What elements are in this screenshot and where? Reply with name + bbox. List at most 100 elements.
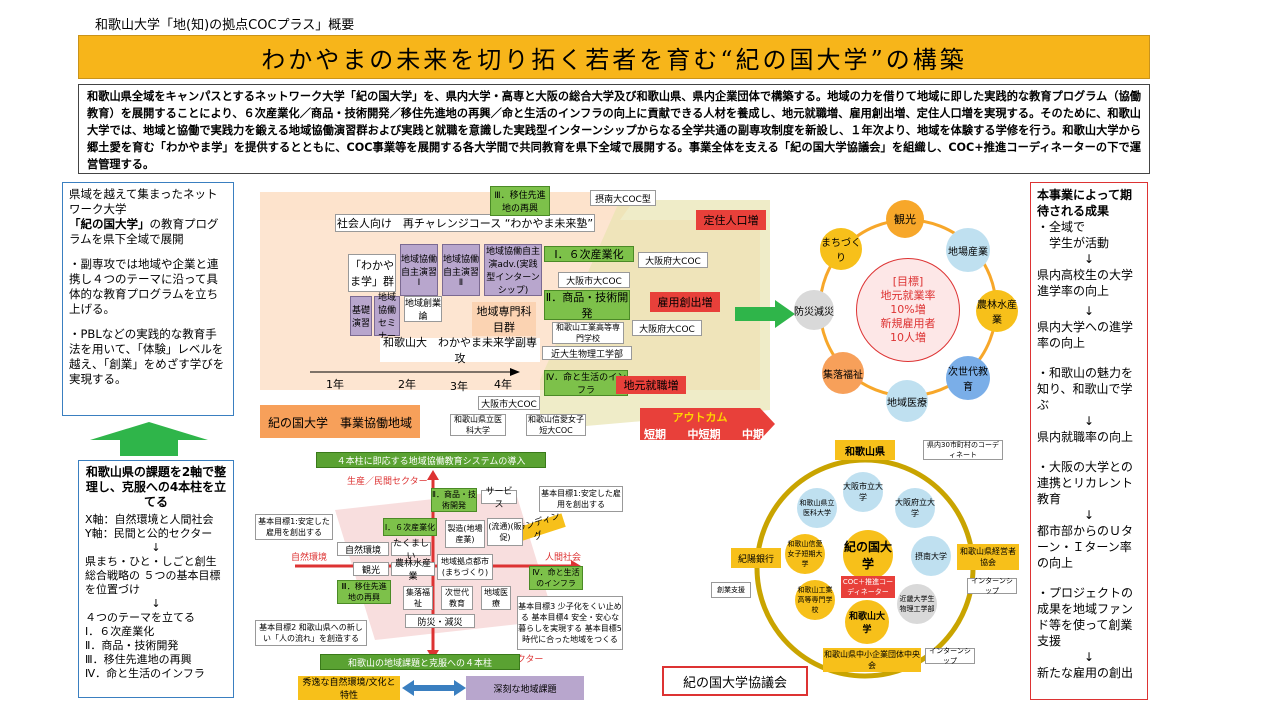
member-4: 近畿大学生物理工学部	[897, 584, 937, 624]
axis-bottom-bar: 和歌山の地域課題と克服への４本柱	[320, 654, 520, 670]
cell-agriculture: 農林水産業	[391, 559, 435, 582]
council-label: 紀の国大学協議会	[662, 666, 808, 696]
year-3: 3年	[450, 380, 468, 393]
cell-welfare: 集落福祉	[403, 586, 433, 610]
legend-issue: 深刻な地域課題	[466, 676, 584, 700]
y-top-label: 生産／民間セクター	[347, 477, 428, 487]
left-para-1: 県域を越えて集まったネットワーク大学「紀の国大学」の教育プログラムを県下全域で展…	[69, 187, 219, 246]
axis-top-bar: ４本柱に即応する地域協働教育システムの導入	[316, 452, 546, 468]
cell-service: サービス	[481, 487, 517, 510]
member-5: 和歌山工業高等専門学校	[795, 580, 835, 620]
outcome-employment: 雇用創出増	[650, 292, 720, 312]
year-2: 2年	[398, 378, 416, 391]
member-7: 和歌山県立医科大学	[797, 488, 837, 528]
theme-2: Ⅱ．商品・技術開発	[544, 290, 630, 320]
x-right-label: 人間社会	[545, 553, 582, 563]
cell-disaster: 防災・減災	[405, 614, 475, 628]
right-arrow-icon	[735, 300, 795, 328]
outcome-local-job: 地元就職増	[616, 376, 686, 394]
term-labels: 短期中短期中期	[644, 428, 764, 441]
cell-nature: 自然環境	[337, 542, 389, 556]
year-4: 4年	[494, 378, 512, 391]
cell-city: 地域拠点都市(まちづくり)	[437, 554, 493, 580]
partner-1: 摂南大COC型	[590, 190, 656, 206]
expected-outcomes-box: 本事業によって期待される成果 ・全域で 学生が活動 ↓ 県内高校生の大学進学率の…	[1030, 182, 1148, 700]
program-diagram: 社会人向け 再チャレンジコース “わかやま未来塾” 「わかやま学」群 地域協働自…	[240, 180, 780, 441]
legend-nature: 秀逸な自然環境/文化と特性	[298, 676, 400, 701]
council-intern-2: インターンシップ	[925, 647, 975, 665]
summary-text: 和歌山県全域をキャンパスとするネットワーク大学「紀の国大学」を、県内大学・高専と…	[78, 84, 1150, 174]
member-3: 摂南大学	[911, 536, 951, 576]
axis-diagram: 生産／民間セクター インフラ／公的セクター 自然環境 人間社会 ブランディング …	[255, 470, 625, 666]
axis-box-heading: 和歌山県の課題を2軸で整理し、克服への4本柱を立てる	[85, 465, 227, 509]
ring-item-town: まちづくり	[820, 228, 862, 270]
cell-strong: たくましい	[391, 539, 431, 562]
member-2: 大阪府立大学	[895, 488, 935, 528]
left-description-box: 県域を越えて集まったネットワーク大学「紀の国大学」の教育プログラムを県下全域で展…	[62, 182, 234, 416]
left-para-3: ・PBLなどの実践的な教育手法を用いて、「体験」レベルを越え、「創業」をめざす学…	[69, 327, 225, 386]
pillar-3: Ⅲ．移住先進地の再興	[337, 580, 391, 604]
goal-1-right: 基本目標1:安定した雇用を創出する	[539, 486, 623, 512]
partner-5: 和歌山工業高等専門学校	[552, 322, 624, 344]
council-chusho: 和歌山県中小企業団体中央会	[823, 648, 921, 672]
ring-item-welfare: 集落福祉	[822, 352, 864, 394]
regional-seminar: 地域協働セミナー	[374, 293, 400, 342]
cell-education: 次世代教育	[441, 586, 473, 610]
council-diagram: 和歌山県 県内30市町村のコーディネート 紀の国大学 COC＋推進コーディネータ…	[705, 436, 1030, 696]
region-label: 紀の国大学 事業協働地域	[267, 415, 412, 430]
goal-2: 基本目標2 和歌山県への新しい「人の流れ」を創造する	[255, 620, 367, 646]
goal-1-left: 基本目標1:安定した雇用を創出する	[255, 514, 333, 540]
goal-3-5: 基本目標3 少子化をくい止める 基本目標4 安全・安心な暮らしを実現する 基本目…	[517, 596, 623, 650]
page-title: わかやまの未来を切り拓く若者を育む“紀の国大学”の構築	[78, 35, 1150, 79]
axis-explanation-box: 和歌山県の課題を2軸で整理し、克服への4本柱を立てる X軸：自然環境と人間社会 …	[78, 460, 234, 698]
cell-distribution: (流通)(販促)	[487, 518, 523, 546]
left-para-2: ・副専攻では地域や企業と連携し４つのテーマに沿って具体的な教育プログラムを立ち上…	[69, 257, 219, 316]
partner-2: 大阪府大COC	[638, 252, 708, 268]
council-pref-note: 県内30市町村のコーディネート	[923, 440, 1003, 460]
x-left-label: 自然環境	[291, 553, 328, 563]
outcomes-heading: 本事業によって期待される成果	[1037, 188, 1133, 218]
theme-3: Ⅲ．移住先進地の再興	[490, 186, 550, 216]
pillar-1: Ⅰ．６次産業化	[383, 518, 437, 536]
exercise-2: 地域協働自主演習Ⅱ	[442, 244, 480, 296]
ring-item-medical: 地域医療	[886, 380, 928, 422]
council-bank: 紀陽銀行	[731, 548, 781, 568]
partner-7: 大阪市大COC	[478, 396, 540, 410]
up-arrow-icon	[90, 422, 208, 456]
minor-program: 和歌山大 わかやま未来学副専攻	[380, 336, 540, 365]
council-pref: 和歌山県	[835, 440, 895, 460]
partner-6: 近大生物理工学部	[542, 346, 632, 360]
cell-tourism: 観光	[353, 562, 389, 576]
ring-item-tourism: 観光	[886, 200, 924, 238]
member-1: 大阪市立大学	[843, 472, 883, 512]
regional-startup: 地域創業論	[404, 296, 442, 322]
partner-3: 大阪市大COC	[558, 272, 630, 288]
pillar-2: Ⅱ．商品・技術開発	[431, 488, 477, 512]
partner-8: 和歌山県立医科大学	[450, 414, 506, 436]
specialized-subjects: 地域専門科目群	[472, 302, 536, 336]
outcome-label: アウトカム	[672, 411, 728, 424]
partner-9: 和歌山信愛女子短大COC	[526, 414, 586, 436]
theme-1: Ⅰ．６次産業化	[544, 246, 634, 262]
member-6: 和歌山信愛女子短期大学	[785, 534, 825, 574]
ring-item-agriculture: 農林水産業	[976, 290, 1018, 332]
partner-4: 大阪府大COC	[632, 320, 702, 336]
council-bank-note: 創業支援	[711, 582, 751, 598]
exercise-adv: 地域協働自主演adv.(実践型インターンシップ)	[484, 244, 542, 296]
council-coordinator: COC＋推進コーディネーター	[841, 576, 895, 598]
council-keikyo: 和歌山県経営者協会	[957, 544, 1019, 570]
council-wu: 和歌山大学	[845, 600, 889, 644]
outcome-population: 定住人口増	[696, 210, 766, 230]
ring-item-education: 次世代教育	[946, 356, 990, 400]
ring-item-disaster: 防災減災	[794, 290, 834, 330]
council-center: 紀の国大学	[843, 530, 893, 580]
cell-medical: 地域医療	[481, 586, 511, 610]
top-label: 和歌山大学「地(知)の拠点COCプラス」概要	[95, 18, 355, 33]
ring-item-local-industry: 地場産業	[946, 228, 990, 272]
council-intern-1: インターンシップ	[967, 577, 1017, 595]
year-1: 1年	[326, 378, 344, 391]
double-arrow-icon	[402, 680, 466, 696]
exercise-1: 地域協働自主演習Ⅰ	[400, 244, 438, 296]
